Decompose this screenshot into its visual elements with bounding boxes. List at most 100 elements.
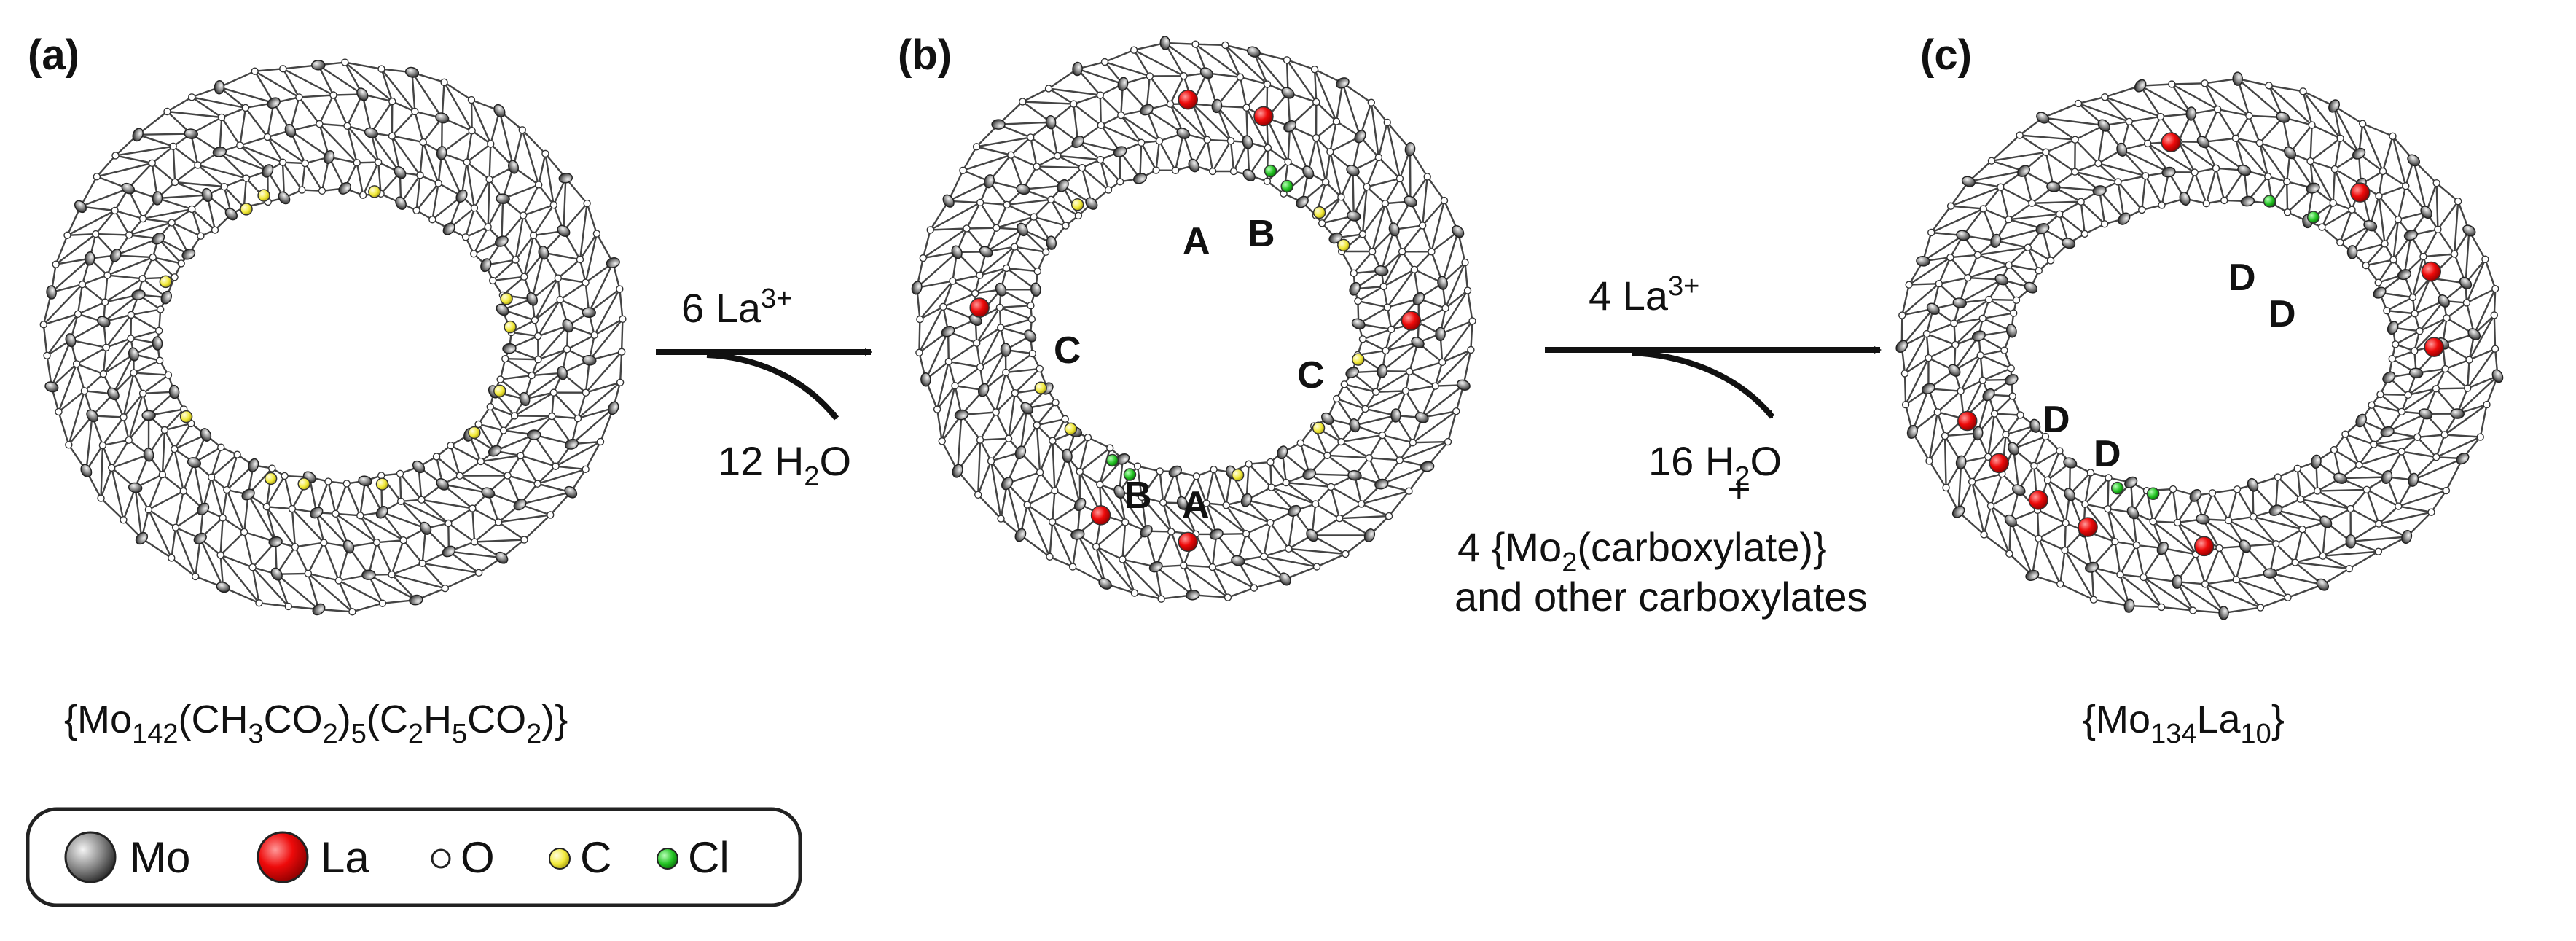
- o-atom-icon: [2201, 580, 2209, 588]
- o-atom-icon: [2062, 519, 2070, 527]
- o-atom-icon: [616, 285, 624, 293]
- o-atom-icon: [2362, 261, 2370, 270]
- mo-atom-icon: [2218, 606, 2229, 620]
- o-atom-icon: [1335, 514, 1344, 523]
- cl-sphere-icon: [657, 848, 678, 870]
- o-atom-icon: [1222, 501, 1230, 509]
- o-atom-icon: [1440, 196, 1449, 205]
- mo-atom-icon: [197, 502, 210, 515]
- c-atom-icon: [1312, 206, 1326, 219]
- o-atom-icon: [485, 175, 493, 184]
- mo-atom-icon: [2124, 476, 2138, 488]
- reaction-2-plus: +: [1727, 466, 1751, 512]
- mo-atom-icon: [582, 307, 596, 319]
- o-atom-icon: [356, 512, 364, 520]
- o-atom-icon: [592, 230, 601, 238]
- o-atom-icon: [388, 97, 396, 106]
- o-atom-icon: [2358, 120, 2367, 128]
- o-atom-icon: [2101, 93, 2109, 101]
- o-atom-icon: [1379, 282, 1387, 291]
- la-atom-icon: [2421, 261, 2441, 282]
- o-atom-icon: [1922, 329, 1931, 338]
- mo-atom-icon: [2316, 578, 2330, 591]
- site-label-b-bottom: B: [1124, 475, 1152, 517]
- o-atom-icon: [281, 472, 289, 480]
- mo-atom-icon: [2123, 598, 2135, 613]
- o-atom-icon: [963, 224, 971, 233]
- mo-atom-icon: [2012, 484, 2026, 496]
- o-atom-icon: [318, 187, 326, 195]
- o-atom-icon: [1371, 388, 1380, 396]
- mo-atom-icon: [2179, 192, 2191, 206]
- o-atom-icon: [220, 182, 228, 191]
- mo-atom-icon: [395, 196, 407, 210]
- o-atom-icon: [2086, 469, 2095, 477]
- mo-atom-icon: [2185, 106, 2197, 121]
- mo-atom-icon: [2156, 542, 2169, 555]
- o-atom-icon: [2394, 215, 2403, 224]
- panel-c-label: (c): [1920, 31, 1972, 79]
- o-atom-icon: [278, 158, 287, 166]
- mo-atom-icon: [1176, 496, 1189, 510]
- c-atom-icon: [159, 275, 173, 289]
- o-atom-icon: [2388, 355, 2396, 363]
- o-atom-icon: [111, 206, 119, 215]
- o-atom-icon: [1023, 501, 1031, 509]
- o-atom-icon: [78, 280, 87, 289]
- o-atom-icon: [2379, 167, 2387, 176]
- mo-atom-icon: [409, 594, 423, 606]
- mo-atom-icon: [419, 521, 432, 535]
- mo-atom-icon: [1404, 195, 1417, 208]
- o-atom-icon: [2028, 199, 2036, 207]
- o-atom-icon: [2201, 79, 2209, 87]
- o-atom-icon: [1236, 73, 1245, 81]
- o-atom-icon: [1979, 205, 1987, 213]
- mo-atom-icon: [2097, 119, 2110, 132]
- o-atom-icon: [1322, 178, 1330, 187]
- o-atom-icon: [583, 199, 591, 208]
- mo-atom-icon: [1098, 577, 1112, 590]
- atom-set: [39, 58, 627, 616]
- mo-atom-icon: [364, 127, 378, 138]
- o-atom-icon: [80, 387, 89, 395]
- mo-atom-icon: [1414, 412, 1429, 423]
- o-atom-icon: [2291, 558, 2299, 566]
- o-atom-icon: [976, 436, 984, 444]
- mo-atom-icon: [991, 119, 1006, 130]
- o-atom-icon: [2491, 285, 2499, 293]
- site-label-c-left: C: [1054, 329, 1081, 372]
- mo-atom-icon: [1242, 135, 1253, 149]
- o-atom-icon: [374, 158, 383, 166]
- o-atom-icon: [52, 260, 60, 268]
- mo-atom-icon: [1279, 572, 1291, 586]
- o-atom-icon: [160, 426, 169, 434]
- o-atom-icon: [1078, 163, 1087, 172]
- mo-atom-icon: [187, 457, 202, 469]
- o-atom-icon: [554, 274, 563, 282]
- o-atom-icon: [236, 141, 244, 149]
- legend-c-label: C: [580, 833, 611, 882]
- mo-atom-icon: [270, 567, 283, 581]
- o-atom-icon: [2169, 485, 2177, 493]
- mo-atom-icon: [2237, 164, 2252, 176]
- o-atom-icon: [499, 426, 508, 434]
- mo-atom-icon: [1363, 528, 1376, 542]
- o-atom-icon: [418, 496, 426, 504]
- o-atom-icon: [1245, 460, 1253, 468]
- mo-atom-icon: [310, 507, 324, 519]
- o-atom-icon: [1104, 186, 1113, 194]
- mo-atom-icon: [1435, 327, 1446, 342]
- mo-atom-icon: [361, 569, 376, 580]
- o-atom-icon: [576, 255, 584, 264]
- o-atom-icon: [470, 538, 479, 546]
- mo-atom-icon: [1140, 525, 1153, 538]
- o-atom-icon: [2336, 238, 2344, 246]
- mo-atom-icon: [1349, 281, 1361, 296]
- o-atom-icon: [2000, 346, 2008, 354]
- o-atom-icon: [217, 443, 225, 451]
- o-atom-icon: [2056, 580, 2064, 588]
- o-atom-icon: [1048, 518, 1057, 526]
- mo-atom-icon: [1117, 77, 1129, 91]
- o-atom-icon: [1046, 553, 1054, 561]
- o-atom-icon: [388, 570, 396, 579]
